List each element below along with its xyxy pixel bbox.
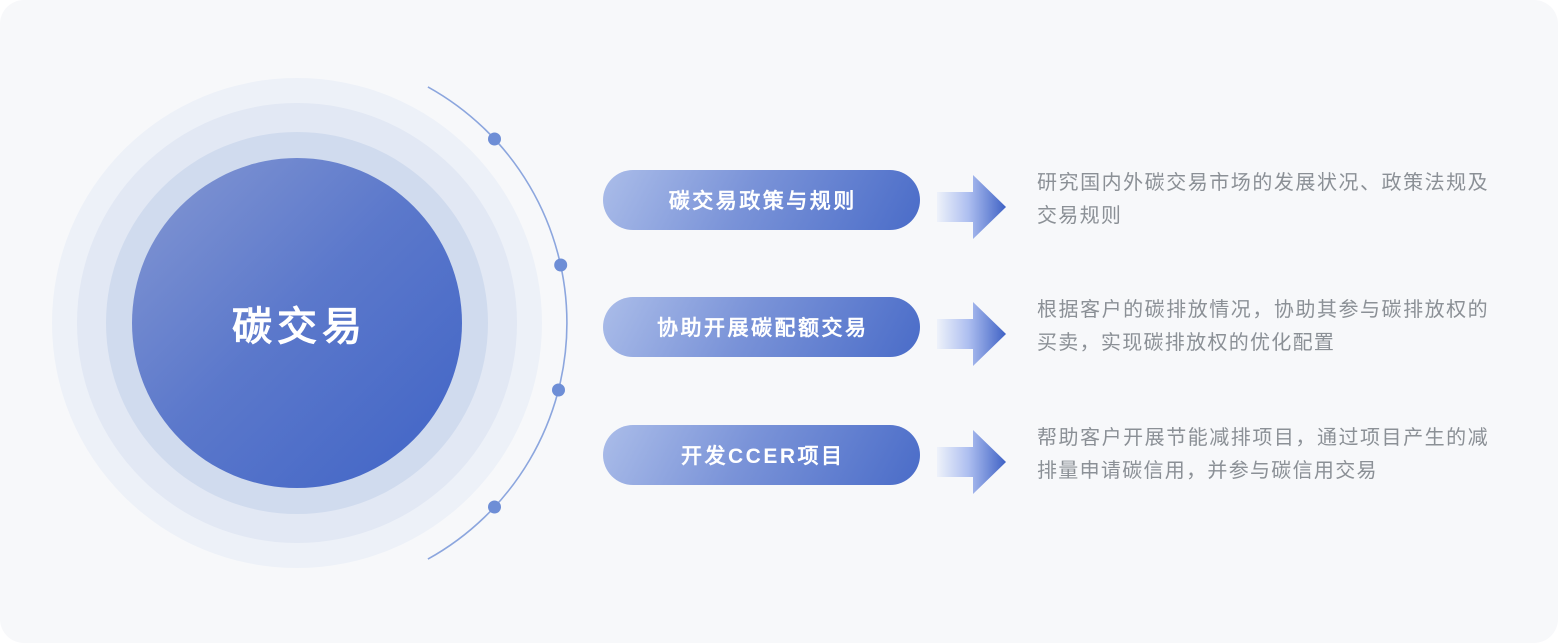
- orbit-dot-2: [554, 258, 568, 272]
- pill-label: 碳交易政策与规则: [668, 190, 857, 213]
- diagram-title: 碳交易: [232, 305, 367, 349]
- arrow-right-icon: [937, 302, 1006, 366]
- diagram-row-ccer-project: 开发CCER项目 帮助客户开展节能减排项目，通过项目产生的减排量申请碳信用，并参…: [603, 415, 1523, 495]
- orbit-dot-4: [488, 500, 501, 514]
- arrow-right-icon: [937, 430, 1006, 494]
- diagram-row-policy: 碳交易政策与规则 研究国内外碳交易市场的发展状况、政策法规及交易规则: [603, 160, 1523, 240]
- row-description: 帮助客户开展节能减排项目，通过项目产生的减排量申请碳信用，并参与碳信用交易: [1037, 427, 1489, 482]
- pill-policy-rules: 碳交易政策与规则: [603, 170, 920, 230]
- orbit-dot-1: [488, 132, 501, 146]
- center-circle: 碳交易: [132, 158, 462, 488]
- arrow-right-icon: [937, 175, 1006, 239]
- pill-label: 开发CCER项目: [680, 445, 845, 468]
- pill-label: 协助开展碳配额交易: [657, 317, 869, 340]
- row-description: 根据客户的碳排放情况，协助其参与碳排放权的买卖，实现碳排放权的优化配置: [1037, 299, 1489, 354]
- orbit-dot-3: [552, 383, 565, 397]
- row-description: 研究国内外碳交易市场的发展状况、政策法规及交易规则: [1037, 172, 1489, 227]
- diagram-row-allowance-trading: 协助开展碳配额交易 根据客户的碳排放情况，协助其参与碳排放权的买卖，实现碳排放权…: [603, 287, 1523, 367]
- pill-ccer-project: 开发CCER项目: [603, 425, 920, 485]
- pill-allowance-trading: 协助开展碳配额交易: [603, 297, 920, 357]
